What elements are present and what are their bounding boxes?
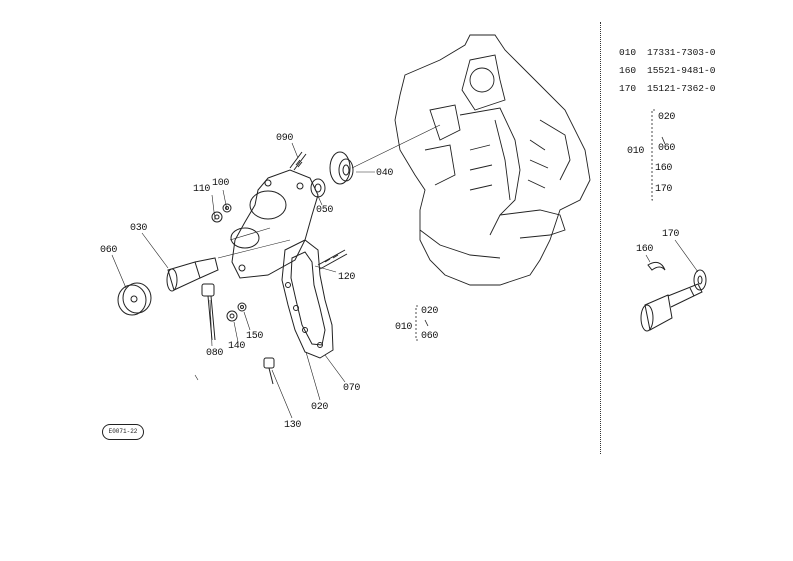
right-assembly-child-label: 170 — [655, 184, 673, 195]
stud-090 — [289, 151, 307, 171]
center-assembly-bracket — [415, 305, 429, 341]
parts-list-row: 010 17331-7303-0 — [619, 44, 715, 62]
drawing-id-stamp: E0071-22 — [102, 424, 144, 440]
right-assembly-bracket — [651, 109, 666, 201]
right-assembly-child-label: 160 — [655, 163, 673, 174]
engine-block — [394, 34, 591, 286]
assembly-parent-label: 010 — [395, 322, 413, 333]
seal-040 — [329, 151, 354, 185]
right-assembly-child-label: 020 — [658, 112, 676, 123]
parts-list: 010 17331-7303-0 160 15521-9481-0 170 15… — [619, 44, 715, 98]
snap-ring-160 — [647, 261, 666, 271]
bolt-130 — [263, 357, 275, 385]
nut-140 — [226, 310, 238, 322]
washer-150 — [237, 302, 247, 312]
callout-040: 040 — [376, 168, 394, 179]
callout-110: 110 — [193, 184, 211, 195]
callout-130: 130 — [284, 420, 302, 431]
washer-100 — [222, 203, 232, 213]
bearing-170 — [693, 269, 707, 291]
callout-150: 150 — [246, 331, 264, 342]
bolt-080 — [201, 283, 216, 341]
callout-060: 060 — [100, 245, 118, 256]
pulley-060 — [117, 282, 152, 316]
callout-070: 070 — [343, 383, 361, 394]
assembly-child-label: 020 — [421, 306, 439, 317]
ring-050 — [310, 178, 326, 198]
part-number: 170 — [619, 83, 637, 94]
callout-170: 170 — [662, 229, 680, 240]
right-shaft — [640, 283, 703, 332]
right-leaders — [645, 239, 699, 273]
callout-140: 140 — [228, 341, 246, 352]
parts-list-row: 170 15121-7362-0 — [619, 80, 715, 98]
part-number: 010 — [619, 47, 637, 58]
part-code: 15121-7362-0 — [647, 83, 716, 94]
callout-080: 080 — [206, 348, 224, 359]
right-assembly-parent-label: 010 — [627, 146, 645, 157]
callout-020: 020 — [311, 402, 329, 413]
nut-110 — [211, 211, 223, 223]
callout-160: 160 — [636, 244, 654, 255]
shaft-030 — [166, 257, 219, 292]
callout-100: 100 — [212, 178, 230, 189]
callout-050: 050 — [316, 205, 334, 216]
part-code: 15521-9481-0 — [647, 65, 716, 76]
leader-lines — [111, 124, 441, 419]
section-divider — [600, 22, 601, 454]
part-code: 17331-7303-0 — [647, 47, 716, 58]
right-assembly-child-label: 060 — [658, 143, 676, 154]
callout-090: 090 — [276, 133, 294, 144]
stud-120 — [317, 249, 348, 270]
water-pump-body — [230, 169, 319, 279]
assembly-child-label: 060 — [421, 331, 439, 342]
gasket — [281, 239, 334, 359]
parts-list-row: 160 15521-9481-0 — [619, 62, 715, 80]
callout-120: 120 — [338, 272, 356, 283]
callout-030: 030 — [130, 223, 148, 234]
part-number: 160 — [619, 65, 637, 76]
